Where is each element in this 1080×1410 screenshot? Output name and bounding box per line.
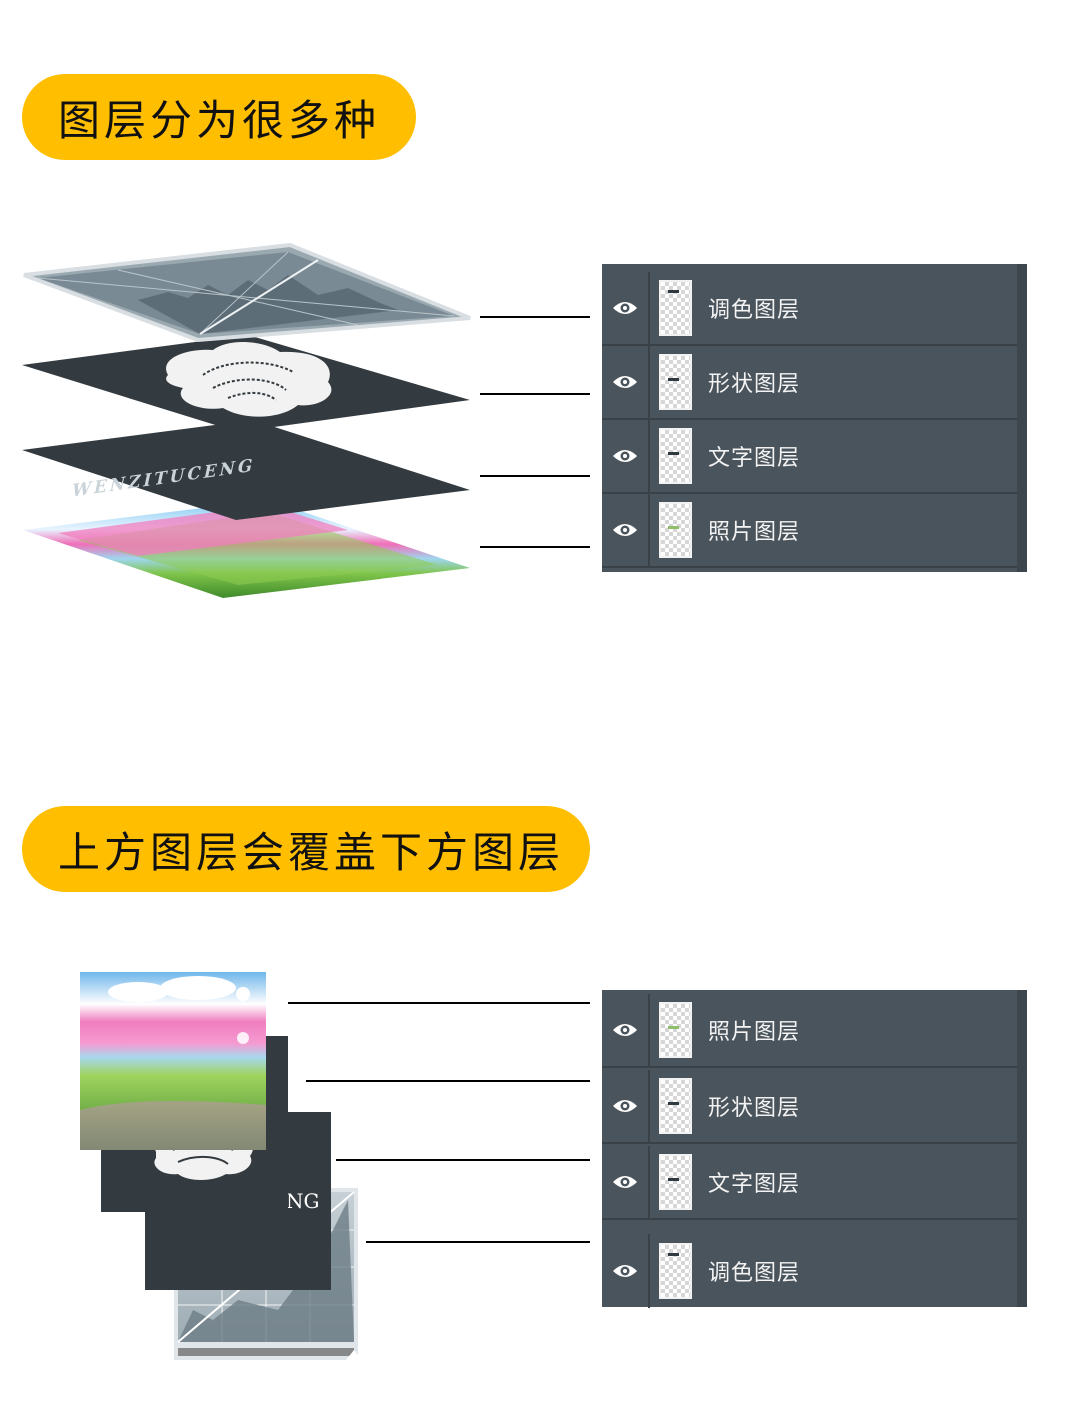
layer-thumbnail bbox=[659, 280, 692, 336]
leader-line bbox=[366, 1241, 590, 1243]
layer-name: 调色图层 bbox=[708, 1261, 801, 1286]
layer-stack-illustration: WENZITUCENG bbox=[22, 242, 471, 598]
visibility-toggle[interactable] bbox=[602, 1146, 650, 1218]
photo-layer-plane bbox=[23, 500, 470, 598]
layer-row[interactable]: 照片图层 bbox=[602, 994, 1017, 1068]
eye-icon[interactable] bbox=[612, 447, 638, 465]
overlap-stack-illustration: NG bbox=[80, 972, 362, 1360]
leader-line bbox=[306, 1080, 590, 1082]
visibility-toggle[interactable] bbox=[602, 994, 650, 1066]
eye-icon[interactable] bbox=[612, 1173, 638, 1191]
layer-thumbnail bbox=[659, 1078, 692, 1134]
visibility-toggle[interactable] bbox=[602, 1070, 650, 1142]
visibility-toggle[interactable] bbox=[602, 494, 650, 566]
section1-title: 图层分为很多种 bbox=[58, 95, 381, 145]
layer-row[interactable]: 文字图层 bbox=[602, 420, 1017, 494]
eye-icon[interactable] bbox=[612, 1021, 638, 1039]
leader-line bbox=[480, 393, 590, 395]
visibility-toggle[interactable] bbox=[602, 346, 650, 418]
adjustment-layer-plane bbox=[23, 242, 471, 343]
leader-line bbox=[288, 1002, 590, 1004]
layers-panel-2: 照片图层 形状图层 文字图层 调色图层 bbox=[602, 990, 1027, 1308]
leader-line bbox=[480, 546, 590, 548]
section1-title-pill: 图层分为很多种 bbox=[22, 74, 416, 160]
layer-row[interactable]: 形状图层 bbox=[602, 1070, 1017, 1144]
visibility-toggle[interactable] bbox=[602, 420, 650, 492]
layer-name: 形状图层 bbox=[708, 1096, 801, 1121]
leader-line bbox=[480, 316, 590, 318]
photo-card bbox=[80, 972, 266, 1150]
eye-icon[interactable] bbox=[612, 299, 638, 317]
section2-title-pill: 上方图层会覆盖下方图层 bbox=[22, 806, 590, 892]
layer-name: 文字图层 bbox=[708, 446, 801, 471]
section2-title: 上方图层会覆盖下方图层 bbox=[58, 827, 565, 877]
visibility-toggle[interactable] bbox=[602, 1234, 650, 1308]
layer-name: 照片图层 bbox=[708, 520, 801, 545]
layer-row[interactable]: 调色图层 bbox=[602, 1234, 1017, 1308]
layer-thumbnail bbox=[659, 428, 692, 484]
layer-name: 调色图层 bbox=[708, 298, 801, 323]
text-layer-plane: WENZITUCENG bbox=[22, 420, 470, 520]
layer-name: 照片图层 bbox=[708, 1020, 801, 1045]
layers-panel-1: 调色图层 形状图层 文字图层 照片图层 bbox=[602, 264, 1027, 572]
visibility-toggle[interactable] bbox=[602, 272, 650, 344]
leader-line bbox=[480, 475, 590, 477]
shape-layer-plane bbox=[22, 335, 470, 432]
layer-name: 形状图层 bbox=[708, 372, 801, 397]
layer-row[interactable]: 形状图层 bbox=[602, 346, 1017, 420]
layer-thumbnail bbox=[659, 502, 692, 558]
scrollbar[interactable] bbox=[1017, 990, 1027, 1307]
scrollbar[interactable] bbox=[1017, 264, 1027, 572]
eye-icon[interactable] bbox=[612, 1262, 638, 1280]
layer-thumbnail bbox=[659, 1243, 692, 1299]
eye-icon[interactable] bbox=[612, 1097, 638, 1115]
layer-thumbnail bbox=[659, 1154, 692, 1210]
layer-row[interactable]: 文字图层 bbox=[602, 1146, 1017, 1220]
layer-row[interactable]: 调色图层 bbox=[602, 272, 1017, 346]
layer-row[interactable]: 照片图层 bbox=[602, 494, 1017, 568]
illustration-text: NG bbox=[286, 1189, 319, 1213]
eye-icon[interactable] bbox=[612, 521, 638, 539]
layer-thumbnail bbox=[659, 354, 692, 410]
leader-line bbox=[336, 1159, 590, 1161]
eye-icon[interactable] bbox=[612, 373, 638, 391]
layer-name: 文字图层 bbox=[708, 1172, 801, 1197]
layer-thumbnail bbox=[659, 1002, 692, 1058]
